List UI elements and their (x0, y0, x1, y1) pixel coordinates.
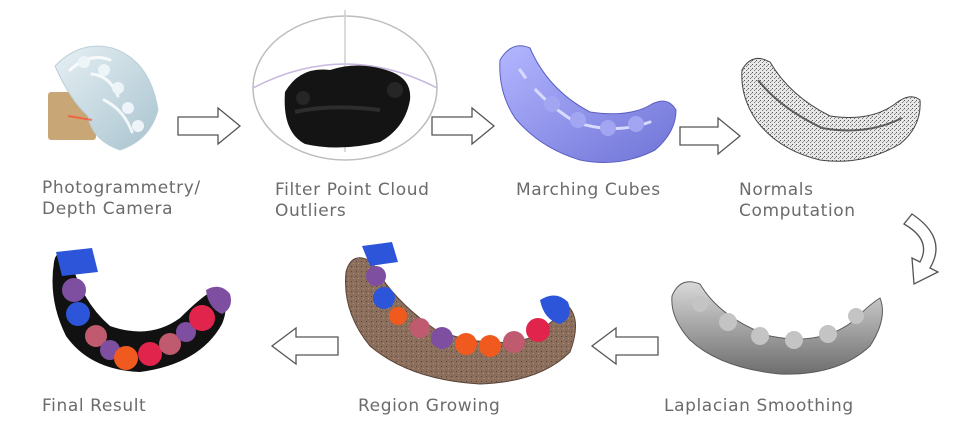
step-label-filter: Filter Point Cloud Outliers (275, 180, 429, 222)
plaster-model (54, 45, 159, 151)
blue-mesh-arch (499, 45, 677, 163)
arrow-right-icon (679, 116, 742, 156)
label-line: Filter Point Cloud (275, 180, 430, 200)
laplacian-image (671, 281, 883, 375)
photogrammetry-image (48, 45, 159, 151)
label-line: Photogrammetry/ (42, 178, 201, 198)
curved-arrow-down-icon (903, 213, 940, 286)
step-label-normals: Normals Computation (739, 180, 856, 222)
step-label-final: Final Result (42, 396, 146, 417)
point-cloud-image (252, 10, 438, 161)
step-label-marching: Marching Cubes (516, 180, 661, 201)
final-result-image (52, 248, 231, 372)
step-label-photogrammetry: Photogrammetry/ Depth Camera (42, 178, 201, 220)
speckled-mesh (741, 57, 921, 162)
label-line: Depth Camera (42, 199, 174, 219)
arrow-right-icon (177, 106, 242, 146)
marching-cubes-image (499, 45, 677, 163)
label-line: Final Result (42, 396, 147, 416)
label-line: Laplacian Smoothing (664, 396, 854, 416)
normals-image (741, 57, 921, 162)
arrow-right-icon (431, 106, 496, 146)
smooth-mesh (671, 281, 883, 375)
arrow-left-icon (270, 326, 339, 366)
label-line: Outliers (275, 201, 347, 221)
label-line: Region Growing (358, 396, 501, 416)
region-growing-image (345, 242, 576, 385)
step-label-laplacian: Laplacian Smoothing (664, 396, 854, 417)
label-line: Computation (739, 201, 856, 221)
label-line: Normals (739, 180, 814, 200)
step-label-region: Region Growing (358, 396, 500, 417)
label-line: Marching Cubes (516, 180, 661, 200)
arrow-left-icon (590, 326, 659, 366)
